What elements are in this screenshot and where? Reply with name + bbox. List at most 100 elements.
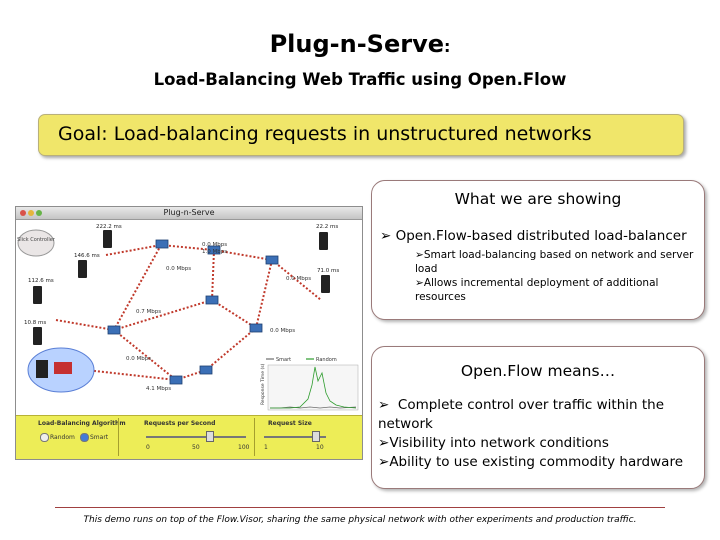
link bbox=[160, 244, 215, 251]
goal-text: Goal: Load-balancing requests in unstruc… bbox=[58, 123, 592, 145]
latency-label: 112.6 ms bbox=[28, 278, 54, 284]
link-rate-label: 1.0 Mbps bbox=[202, 249, 227, 255]
latency-label: 146.6 ms bbox=[74, 253, 100, 259]
arrow-bullet-icon: ➢ bbox=[378, 454, 390, 470]
link-rate-label: 0.0 Mbps bbox=[126, 356, 151, 362]
link bbox=[113, 244, 162, 331]
panel-divider bbox=[118, 418, 119, 456]
switch-icon bbox=[155, 239, 169, 249]
footer-note: This demo runs on top of the Flow.Visor,… bbox=[83, 515, 637, 525]
footer-divider bbox=[55, 507, 665, 508]
legend-random: Random bbox=[316, 357, 337, 363]
link bbox=[113, 299, 213, 331]
showing-sub-bullet-text: Allows incremental deployment of additio… bbox=[415, 277, 659, 303]
radio-smart[interactable] bbox=[80, 433, 89, 442]
random-series-line bbox=[270, 366, 357, 409]
arrow-bullet-icon: ➢ bbox=[415, 277, 424, 289]
means-card: Open.Flow means… ➢ Complete control over… bbox=[371, 346, 705, 489]
page-title: Plug-n-Serve: bbox=[269, 30, 451, 58]
switch-icon bbox=[107, 325, 121, 335]
arrow-bullet-icon: ➢ bbox=[415, 249, 424, 261]
showing-card: What we are showing ➢ Open.Flow-based di… bbox=[371, 180, 705, 320]
latency-labels: 222.2 ms 22.2 ms 146.6 ms 71.0 ms 112.6 … bbox=[24, 224, 339, 326]
showing-sub-bullet: ➢Smart load-balancing based on network a… bbox=[415, 248, 700, 276]
requests-tick: 0 bbox=[146, 444, 150, 451]
window-title: Plug-n-Serve bbox=[163, 208, 215, 217]
radio-smart-label: Smart bbox=[90, 434, 109, 441]
link-rate-label: 0.0 Mbps bbox=[166, 266, 191, 272]
servers bbox=[33, 230, 330, 345]
chart-ylabel: Response Time (s) bbox=[260, 363, 266, 405]
network-topology: Slick Controller 222.2 ms 22.2 ms 146.6 … bbox=[17, 224, 339, 393]
server-icon bbox=[319, 232, 328, 250]
means-bullet: ➢ Complete control over traffic within t… bbox=[378, 396, 688, 434]
arrow-bullet-icon: ➢ bbox=[378, 435, 390, 451]
requests-slider[interactable] bbox=[146, 436, 246, 438]
requests-slider-thumb[interactable] bbox=[206, 431, 214, 442]
switch-icon bbox=[199, 365, 213, 375]
requests-label: Requests per Second bbox=[144, 420, 216, 427]
server-icon bbox=[33, 327, 42, 345]
showing-bullet-text: Open.Flow-based distributed load-balance… bbox=[395, 228, 687, 244]
link bbox=[105, 244, 162, 256]
client-machine-icon bbox=[36, 360, 48, 378]
link bbox=[255, 259, 273, 329]
control-panel: Load-Balancing Algorithm Random Smart Re… bbox=[16, 415, 362, 459]
demo-screenshot: Plug-n-Serve bbox=[15, 206, 363, 460]
window-titlebar: Plug-n-Serve bbox=[16, 207, 362, 220]
switches bbox=[107, 239, 279, 385]
switch-icon bbox=[205, 295, 219, 305]
arrow-bullet-icon: ➢ bbox=[378, 397, 390, 413]
maximize-icon[interactable] bbox=[36, 210, 42, 216]
switch-icon bbox=[169, 375, 183, 385]
link bbox=[55, 319, 115, 331]
size-slider[interactable] bbox=[264, 436, 326, 438]
link bbox=[271, 259, 322, 301]
latency-label: 22.2 ms bbox=[316, 224, 338, 230]
link-rate-label: 4.1 Mbps bbox=[146, 386, 171, 392]
showing-heading: What we are showing bbox=[454, 190, 622, 208]
requests-tick: 50 bbox=[192, 444, 200, 451]
controller-label: Slick Controller bbox=[17, 237, 56, 243]
link bbox=[85, 369, 177, 381]
link-rate-label: 0.0 Mbps bbox=[270, 328, 295, 334]
arrow-bullet-icon: ➢ bbox=[380, 228, 392, 244]
size-tick: 10 bbox=[316, 444, 324, 451]
link bbox=[113, 329, 177, 381]
size-slider-thumb[interactable] bbox=[312, 431, 320, 442]
link bbox=[211, 299, 257, 329]
showing-bullet: ➢ Open.Flow-based distributed load-balan… bbox=[380, 227, 698, 246]
showing-sub-bullet-text: Smart load-balancing based on network an… bbox=[415, 249, 694, 275]
minimize-icon[interactable] bbox=[28, 210, 34, 216]
controller-cloud-icon bbox=[17, 229, 55, 257]
goal-banner bbox=[38, 114, 684, 156]
size-label: Request Size bbox=[268, 420, 312, 427]
latency-label: 71.0 ms bbox=[317, 268, 339, 274]
means-bullet-text: Ability to use existing commodity hardwa… bbox=[389, 454, 683, 470]
switch-icon bbox=[207, 245, 221, 255]
means-bullet-text: Complete control over traffic within the… bbox=[378, 397, 665, 432]
link-rate-label: 0.0 Mbps bbox=[286, 276, 311, 282]
means-bullet: ➢Ability to use existing commodity hardw… bbox=[378, 453, 696, 472]
server-icon bbox=[103, 230, 112, 248]
legend-smart: Smart bbox=[276, 357, 291, 363]
algorithm-label: Load-Balancing Algorithm bbox=[38, 420, 126, 427]
radio-random[interactable] bbox=[40, 433, 49, 442]
link bbox=[213, 249, 273, 261]
radio-random-label: Random bbox=[50, 434, 75, 441]
client-browser-icon bbox=[54, 362, 72, 374]
network-links bbox=[55, 244, 322, 381]
response-time-chart: Smart Random Response Time (s) bbox=[260, 357, 359, 411]
chart-area bbox=[267, 364, 359, 411]
server-icon bbox=[78, 260, 87, 278]
panel-divider bbox=[254, 418, 255, 456]
server-icon bbox=[321, 275, 330, 293]
link bbox=[205, 327, 257, 371]
size-tick: 1 bbox=[264, 444, 268, 451]
link-rate-label: 0.0 Mbps bbox=[202, 242, 227, 248]
close-icon[interactable] bbox=[20, 210, 26, 216]
showing-sub-bullet: ➢Allows incremental deployment of additi… bbox=[415, 276, 700, 304]
switch-icon bbox=[265, 255, 279, 265]
switch-icon bbox=[249, 323, 263, 333]
means-heading: Open.Flow means… bbox=[460, 362, 616, 380]
